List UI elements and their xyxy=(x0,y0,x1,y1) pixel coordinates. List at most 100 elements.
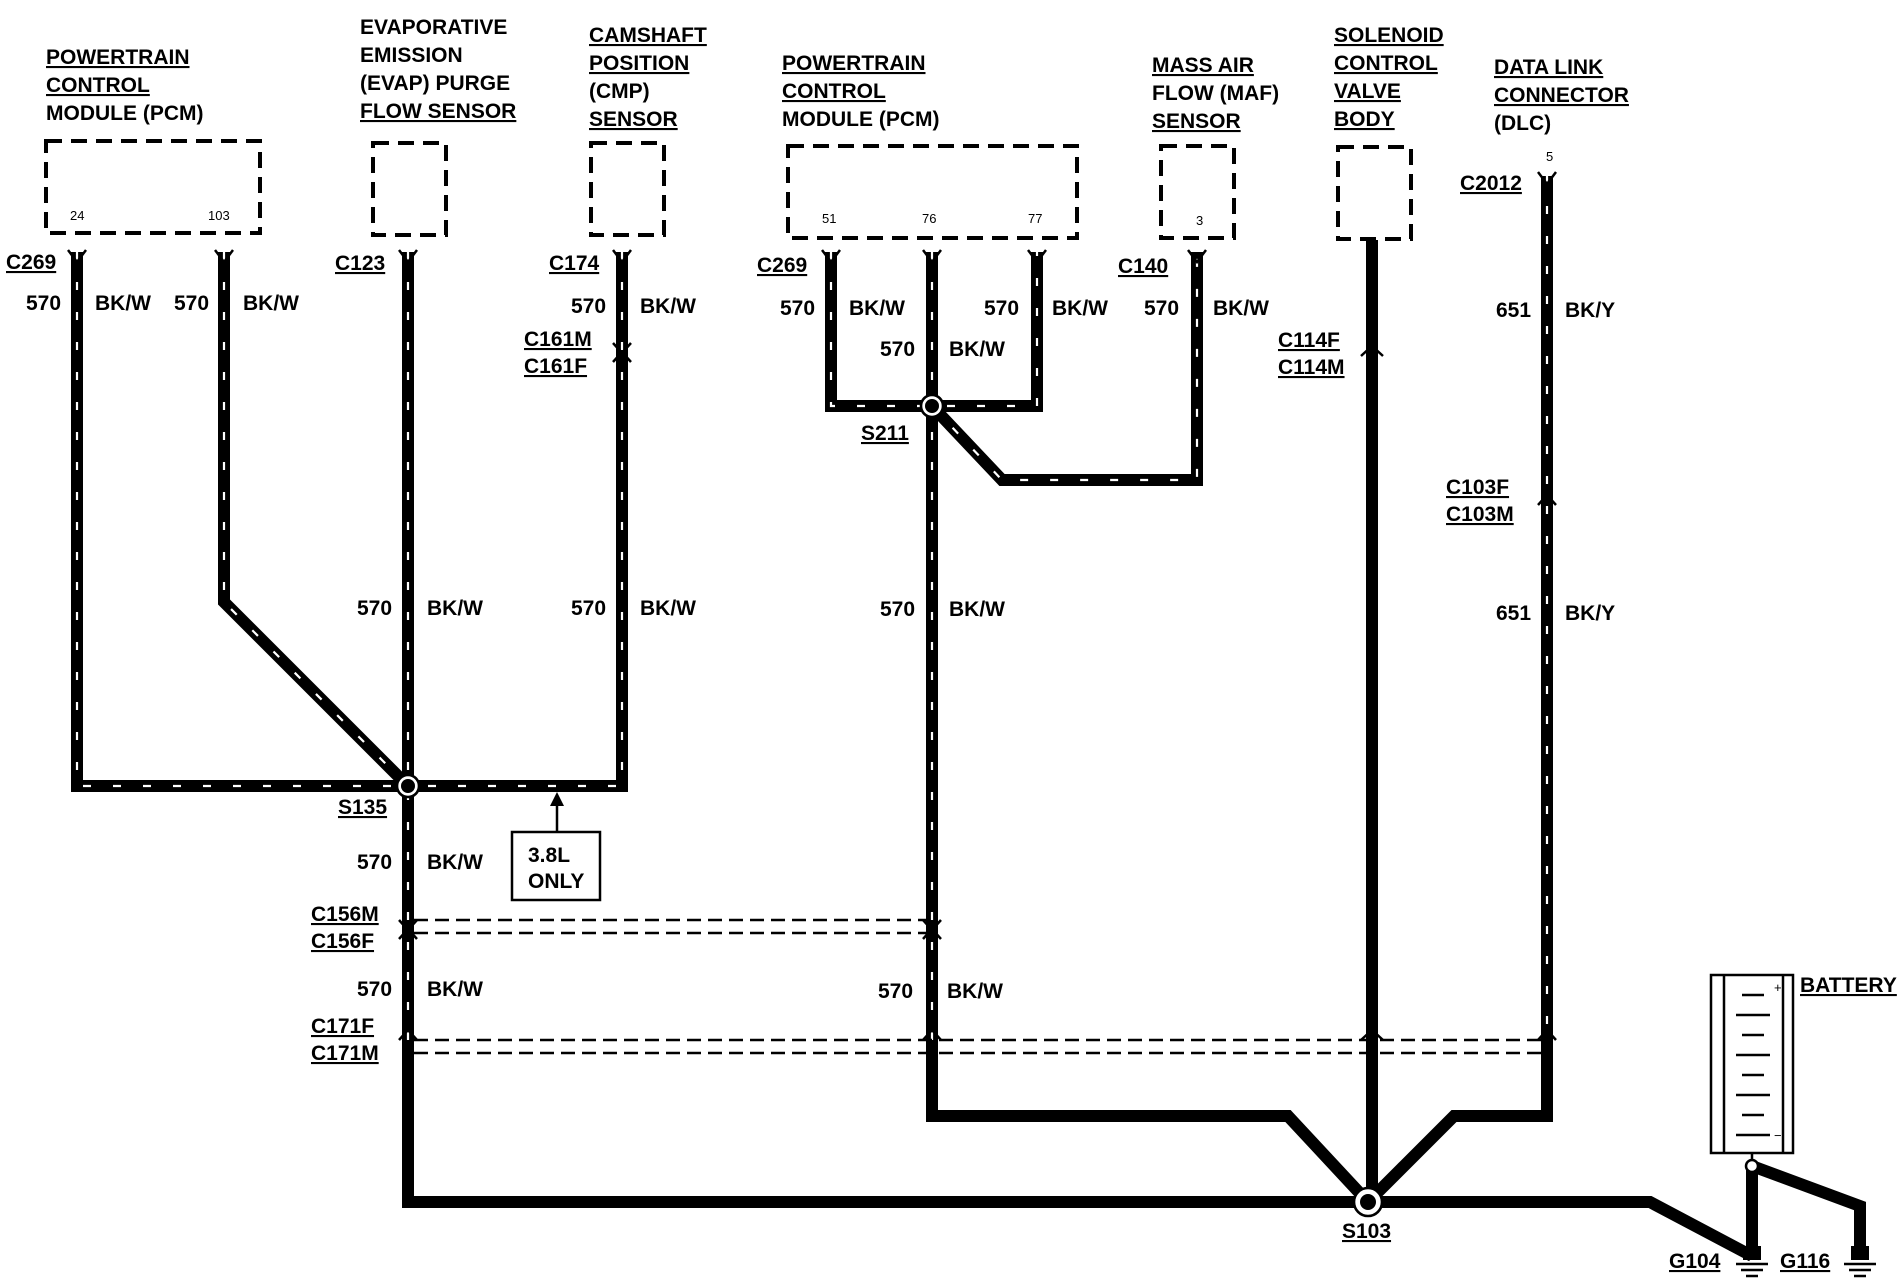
evap-label-line1: EVAPORATIVE xyxy=(360,16,507,39)
wire-num: 570 xyxy=(984,297,1019,320)
splice-s211-label: S211 xyxy=(861,422,909,445)
pcm-right-label-line2: CONTROL xyxy=(782,80,886,103)
wire-num: 570 xyxy=(571,295,606,318)
pcm-right-label-line3: MODULE (PCM) xyxy=(782,108,939,131)
pcm-left-label-line1: POWERTRAIN xyxy=(46,46,190,69)
note-arrow-icon xyxy=(550,792,564,806)
wire-labels: 570 BK/W 570 BK/W 570 BK/W 570 BK/W 570 … xyxy=(26,292,1615,1003)
wire-color: BK/W xyxy=(427,851,483,874)
connector-c174: C174 xyxy=(549,252,600,275)
wire-color: BK/W xyxy=(427,597,483,620)
dlc-label-line3: (DLC) xyxy=(1494,112,1551,135)
pcm-left-label: POWERTRAIN CONTROL MODULE (PCM) xyxy=(46,46,203,125)
pcm-left-pin-24: 24 xyxy=(70,208,84,223)
cmp-sensor-box xyxy=(589,141,666,237)
connector-c114f: C114F xyxy=(1278,329,1340,352)
maf-sensor-box xyxy=(1159,144,1236,240)
battery-symbol: + − xyxy=(1709,973,1795,1174)
battery-label: BATTERY xyxy=(1800,974,1897,997)
maf-label-line2: FLOW (MAF) xyxy=(1152,82,1279,105)
dlc-pin-5: 5 xyxy=(1546,149,1553,164)
splice-s135-dot xyxy=(401,779,415,793)
connector-marks xyxy=(67,171,1557,1041)
solenoid-label-line3: VALVE xyxy=(1334,80,1401,103)
maf-pin-3: 3 xyxy=(1196,213,1203,228)
dlc-label-line1: DATA LINK xyxy=(1494,56,1603,79)
wire-circuit-570 xyxy=(71,252,1203,1040)
evap-sensor-box xyxy=(371,141,448,237)
ground-g116-label: G116 xyxy=(1780,1250,1830,1273)
wire-num: 651 xyxy=(1496,602,1531,625)
cmp-label-line4: SENSOR xyxy=(589,108,678,131)
connector-c103f: C103F xyxy=(1446,476,1509,499)
wire-num: 570 xyxy=(880,598,915,621)
pcm-left-box xyxy=(44,139,262,235)
wire-color: BK/W xyxy=(243,292,299,315)
wire-num: 651 xyxy=(1496,299,1531,322)
connector-c2012: C2012 xyxy=(1460,172,1522,195)
ground-g104-label: G104 xyxy=(1669,1250,1721,1273)
pcm-right-label-line1: POWERTRAIN xyxy=(782,52,926,75)
pcm-right-label: POWERTRAIN CONTROL MODULE (PCM) xyxy=(782,52,939,131)
splice-s103-label: S103 xyxy=(1342,1220,1391,1243)
connector-c161f: C161F xyxy=(524,355,587,378)
connector-c171m: C171M xyxy=(311,1042,379,1065)
wire-num: 570 xyxy=(174,292,209,315)
wire-color: BK/W xyxy=(949,598,1005,621)
ground-harness xyxy=(402,240,1866,1262)
note-3-8l-only: 3.8L ONLY xyxy=(510,792,602,902)
pcm-left-pin-103: 103 xyxy=(208,208,230,223)
solenoid-valve-box xyxy=(1336,145,1413,241)
wire-num: 570 xyxy=(357,851,392,874)
dlc-label: DATA LINK CONNECTOR (DLC) xyxy=(1494,56,1629,135)
wire-color: BK/Y xyxy=(1565,602,1615,625)
wire-num: 570 xyxy=(880,338,915,361)
cmp-label-line3: (CMP) xyxy=(589,80,650,103)
connector-c123: C123 xyxy=(335,252,385,275)
note-line1: 3.8L xyxy=(528,844,570,867)
splice-s211-dot xyxy=(925,399,939,413)
dlc-label-line2: CONNECTOR xyxy=(1494,84,1629,107)
maf-sensor-label: MASS AIR FLOW (MAF) SENSOR xyxy=(1152,54,1279,133)
connector-c140: C140 xyxy=(1118,255,1168,278)
splice-s103-dot xyxy=(1360,1194,1376,1210)
solenoid-label-line2: CONTROL xyxy=(1334,52,1438,75)
wire-num: 570 xyxy=(26,292,61,315)
connector-c156f: C156F xyxy=(311,930,374,953)
harness-lines xyxy=(414,918,1553,1055)
solenoid-valve-label: SOLENOID CONTROL VALVE BODY xyxy=(1334,24,1444,131)
wire-num: 570 xyxy=(1144,297,1179,320)
connector-c103m: C103M xyxy=(1446,503,1514,526)
wire-num: 570 xyxy=(571,597,606,620)
maf-label-line3: SENSOR xyxy=(1152,110,1241,133)
cmp-label-line1: CAMSHAFT xyxy=(589,24,707,47)
wire-color: BK/W xyxy=(640,295,696,318)
battery-minus: − xyxy=(1774,1128,1782,1143)
battery-plus: + xyxy=(1774,980,1782,995)
pcm-right-pin-77: 77 xyxy=(1028,211,1042,226)
wire-color: BK/Y xyxy=(1565,299,1615,322)
connector-c171f: C171F xyxy=(311,1015,374,1038)
wire-num: 570 xyxy=(878,980,913,1003)
maf-label-line1: MASS AIR xyxy=(1152,54,1254,77)
wire-num: 570 xyxy=(357,597,392,620)
pcm-right-box xyxy=(786,144,1079,240)
pcm-right-pin-76: 76 xyxy=(922,211,936,226)
wire-num: 570 xyxy=(357,978,392,1001)
wire-color: BK/W xyxy=(95,292,151,315)
pcm-left-label-line3: MODULE (PCM) xyxy=(46,102,203,125)
pcm-right-pin-51: 51 xyxy=(822,211,836,226)
ground-g104-icon xyxy=(1736,1246,1768,1278)
wire-color: BK/W xyxy=(949,338,1005,361)
connector-c156m: C156M xyxy=(311,903,379,926)
splice-s135-label: S135 xyxy=(338,796,387,819)
wire-color: BK/W xyxy=(849,297,905,320)
connector-c269-right: C269 xyxy=(757,254,807,277)
cmp-sensor-label: CAMSHAFT POSITION (CMP) SENSOR xyxy=(589,24,707,131)
connector-c161m: C161M xyxy=(524,328,592,351)
connector-c114m: C114M xyxy=(1278,356,1345,379)
solenoid-label-line4: BODY xyxy=(1334,108,1395,131)
wire-color: BK/W xyxy=(640,597,696,620)
wire-color: BK/W xyxy=(1213,297,1269,320)
evap-label-line3: (EVAP) PURGE xyxy=(360,72,510,95)
